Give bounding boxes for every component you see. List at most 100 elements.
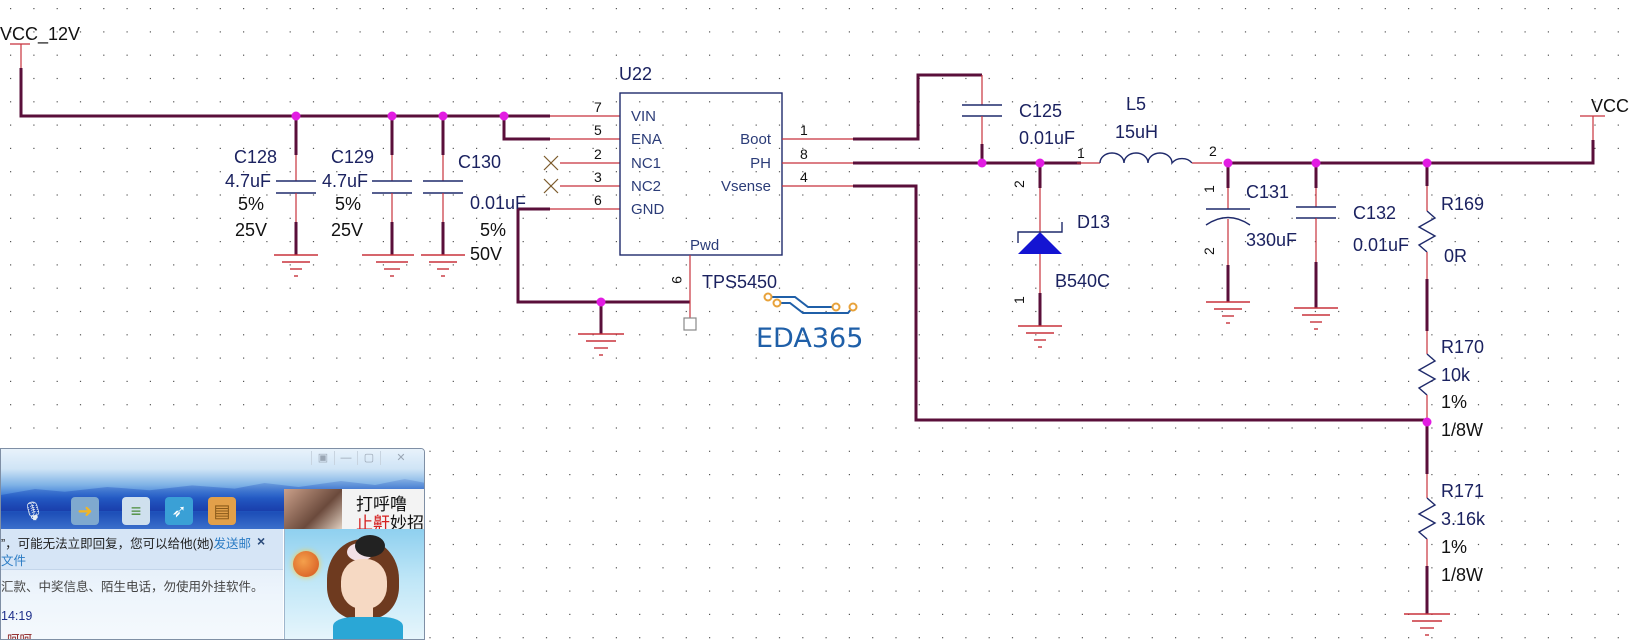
grid-dot bbox=[312, 264, 315, 266]
grid-dot bbox=[732, 287, 734, 289]
grid-dot bbox=[149, 287, 151, 289]
grid-dot bbox=[1361, 287, 1363, 289]
grid-dot bbox=[1221, 334, 1223, 336]
capacitor-c128[interactable]: C128 4.7uF 5% 25V bbox=[225, 116, 316, 255]
grid-dot bbox=[685, 54, 687, 56]
grid-dot bbox=[1361, 450, 1363, 452]
grid-dot bbox=[1128, 194, 1130, 196]
grid-dot bbox=[149, 101, 151, 103]
grid-dot bbox=[196, 54, 198, 56]
capacitor-c130[interactable]: C130 0.01uF 5% 50V bbox=[423, 116, 526, 264]
grid-dot bbox=[592, 101, 594, 103]
resistor-r171[interactable]: R171 3.16k 1% 1/8W bbox=[1417, 474, 1486, 614]
grid-dot bbox=[988, 543, 990, 546]
capacitor-c129[interactable]: C129 4.7uF 5% 25V bbox=[322, 116, 412, 255]
grid-dot bbox=[1268, 404, 1270, 406]
new-chat-icon[interactable]: ≡ bbox=[122, 497, 150, 525]
grid-dot bbox=[988, 101, 990, 103]
grid-dot bbox=[1361, 543, 1363, 546]
grid-dot bbox=[1431, 334, 1433, 336]
grid-dot bbox=[639, 241, 641, 243]
output-wiring[interactable] bbox=[782, 73, 1595, 422]
grid-dot bbox=[10, 427, 12, 429]
grid-dot bbox=[709, 543, 711, 546]
grid-dot bbox=[1594, 310, 1596, 313]
grid-dot bbox=[639, 334, 641, 336]
grid-dot bbox=[1291, 450, 1293, 452]
grid-dot bbox=[732, 380, 734, 382]
resistor-r170[interactable]: R170 10k 1% 1/8W bbox=[1417, 331, 1484, 474]
grid-dot bbox=[522, 404, 524, 406]
close-window-button[interactable]: ✕ bbox=[380, 451, 421, 465]
ad-line2-red: 止鼾 bbox=[356, 514, 390, 533]
grid-dot bbox=[1314, 77, 1316, 80]
grid-dot bbox=[778, 287, 781, 289]
vcc12v-port[interactable]: VCC_12V bbox=[0, 24, 80, 68]
grid-dot bbox=[825, 543, 827, 546]
maximize-button[interactable]: ▢ bbox=[357, 451, 380, 465]
grid-dot bbox=[1081, 380, 1083, 382]
grid-dot bbox=[778, 590, 781, 592]
grid-dot bbox=[1314, 567, 1316, 569]
grid-dot bbox=[476, 194, 478, 196]
grid-dot bbox=[1477, 241, 1480, 243]
ad-banner[interactable]: 打呼噜 止鼾妙招 bbox=[284, 489, 424, 533]
minimize-button[interactable]: — bbox=[334, 451, 357, 465]
grid-dot bbox=[173, 380, 175, 382]
skin-button[interactable]: ▣ bbox=[311, 451, 334, 465]
chat-window[interactable]: ▣ — ▢ ✕ 🎙 ➜ ≡ ➶ ▤ 打呼噜 止鼾妙招 ”，可能无法立即回复，您可… bbox=[0, 448, 425, 640]
grid-dot bbox=[1268, 474, 1270, 476]
close-notice-icon[interactable]: × bbox=[257, 533, 266, 549]
resistor-r169[interactable]: R169 0R bbox=[1417, 163, 1484, 331]
chat-message-area[interactable]: ”，可能无法立即回复，您可以给他(她)发送邮 文件 × 汇款、中奖信息、陌生电话… bbox=[1, 529, 283, 639]
grid-dot bbox=[778, 101, 781, 103]
vcc-port[interactable]: VCC bbox=[1580, 96, 1629, 140]
grid-dot bbox=[569, 310, 571, 313]
grid-dot bbox=[499, 450, 501, 452]
grid-dot bbox=[778, 217, 781, 219]
grid-dot bbox=[336, 31, 338, 33]
send-file-icon[interactable]: ➜ bbox=[71, 497, 99, 525]
grid-dot bbox=[592, 217, 594, 219]
grid-dot bbox=[289, 31, 291, 33]
grid-dot bbox=[1408, 264, 1410, 266]
send-mail-link[interactable]: 发送邮 bbox=[213, 537, 252, 551]
grid-dot bbox=[382, 427, 384, 429]
capacitor-c131[interactable]: C131 330uF 1 2 bbox=[1201, 163, 1297, 302]
grid-dot bbox=[499, 194, 501, 196]
grid-dot bbox=[802, 380, 804, 382]
grid-dot bbox=[149, 427, 151, 429]
grid-dot bbox=[336, 54, 338, 56]
grid-dot bbox=[1291, 147, 1293, 149]
grid-dot bbox=[452, 497, 454, 499]
remote-desktop-icon[interactable]: ➶ bbox=[165, 497, 193, 525]
microphone-icon[interactable]: 🎙 bbox=[21, 500, 45, 521]
grid-dot bbox=[942, 194, 944, 196]
grid-dot bbox=[1244, 194, 1247, 196]
capacitor-c132[interactable]: C132 0.01uF bbox=[1296, 163, 1409, 308]
grid-dot bbox=[1617, 543, 1619, 546]
grid-dot bbox=[848, 637, 850, 639]
grid-dot bbox=[219, 404, 221, 406]
grid-dot bbox=[1454, 450, 1456, 452]
grid-dot bbox=[1314, 380, 1316, 382]
send-file-link[interactable]: 文件 bbox=[1, 554, 27, 568]
grid-dot bbox=[778, 427, 781, 429]
grid-dot bbox=[1011, 171, 1014, 173]
grid-dot bbox=[1244, 77, 1247, 80]
grid-dot bbox=[1338, 637, 1340, 639]
diode-d13[interactable]: D13 B540C 2 1 bbox=[1011, 163, 1110, 326]
grid-dot bbox=[778, 77, 781, 80]
capacitor-c125[interactable]: C125 0.01uF bbox=[962, 75, 1075, 163]
grid-dot bbox=[452, 637, 454, 639]
grid-dot bbox=[336, 124, 338, 126]
app-box-icon[interactable]: ▤ bbox=[208, 497, 236, 525]
grid-dot bbox=[1198, 613, 1200, 615]
grid-dot bbox=[1361, 497, 1363, 499]
inductor-l5[interactable]: L5 15uH 1 2 bbox=[1077, 94, 1222, 165]
grid-dot bbox=[219, 31, 221, 33]
grid-dot bbox=[1524, 124, 1526, 126]
grid-dot bbox=[592, 590, 594, 592]
